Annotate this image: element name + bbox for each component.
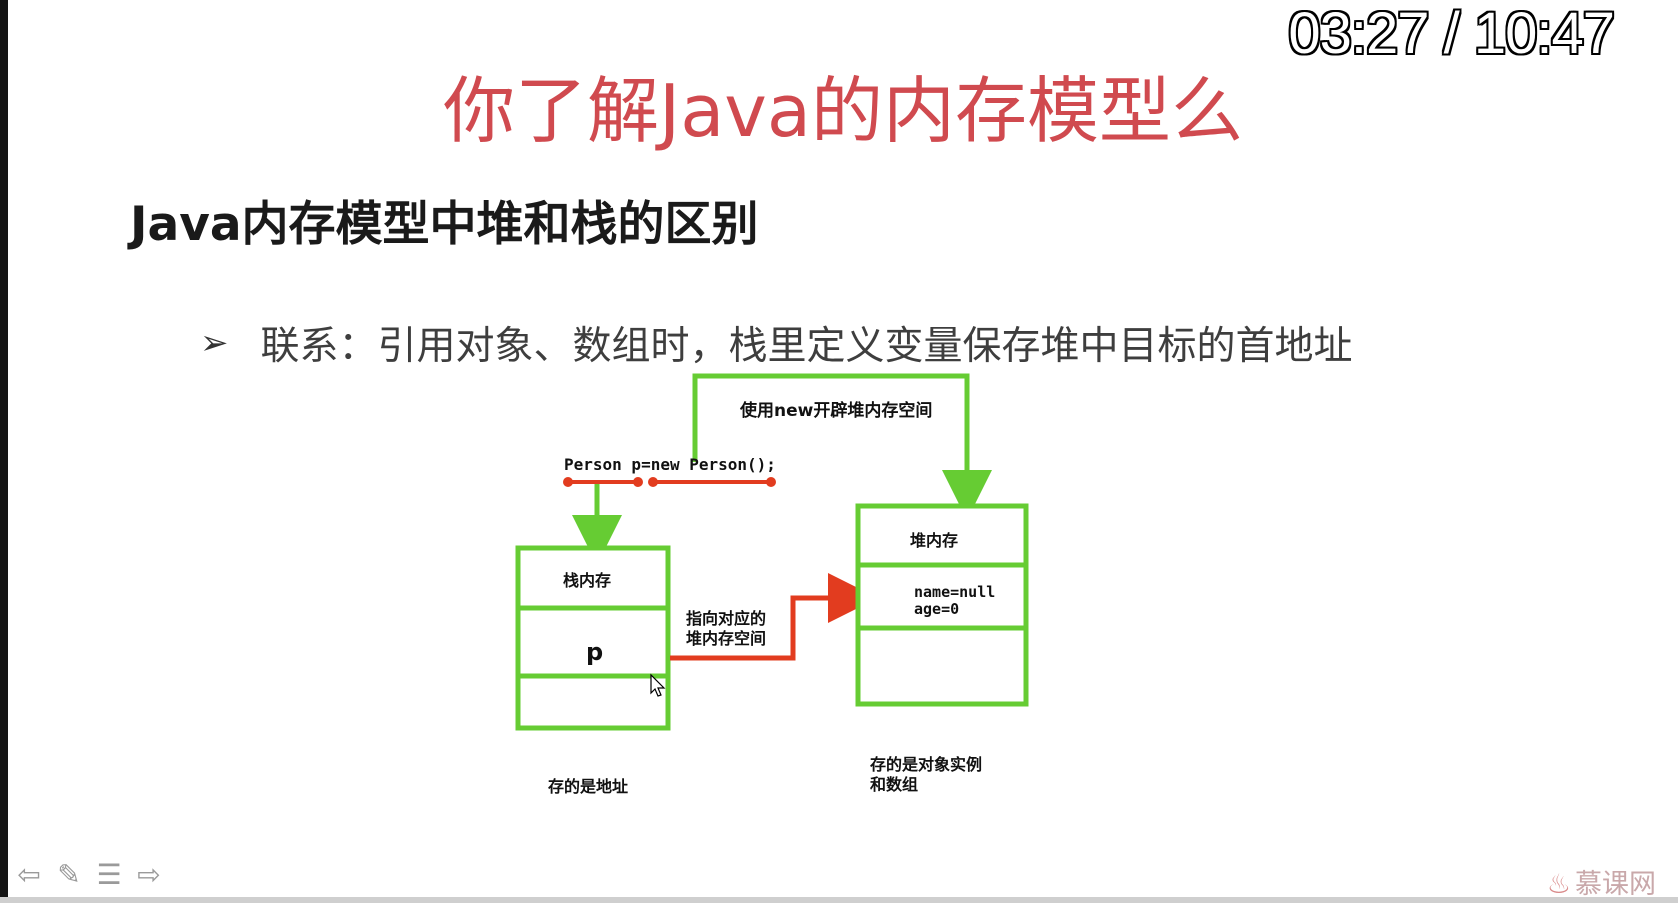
prev-slide-icon[interactable]: ⇦ [17,858,41,891]
heap-box-label: 堆内存 [910,531,958,550]
logo-text: 慕课网 [1575,869,1656,898]
bottom-border [0,897,1678,903]
bullet-arrow-icon: ➢ [200,323,229,363]
next-slide-icon[interactable]: ⇨ [137,858,161,891]
slide-nav: ⇦ ✎ ☰ ⇨ [12,860,166,890]
heap-caption-line2: 和数组 [870,775,918,794]
new-allocation-arrow [692,373,992,520]
mouse-cursor-icon [650,673,666,697]
stack-variable-p: p [586,638,603,666]
menu-icon[interactable]: ☰ [96,858,122,891]
pen-icon[interactable]: ✎ [57,858,81,891]
reference-pointer-arrow [670,573,878,661]
heap-memory-box [855,503,1029,707]
stack-caption: 存的是地址 [548,777,628,796]
stack-box-label: 栈内存 [563,571,611,590]
slide-heading: Java内存模型中堆和栈的区别 [130,197,759,252]
bullet-text: 联系：引用对象、数组时，栈里定义变量保存堆中目标的首地址 [260,324,1353,369]
code-line: Person p=new Person(); [564,455,776,474]
slide-title: 你了解Java的内存模型么 [442,69,1244,153]
pointer-label-line1: 指向对应的 [686,609,766,628]
slide: 03:27 / 10:47 你了解Java的内存模型么 Java内存模型中堆和栈… [8,0,1678,898]
flame-icon: ♨ [1546,869,1571,898]
heap-field-age: age=0 [914,600,959,618]
memory-diagram: 使用new开辟堆内存空间 Person p=new Person(); 栈内存 … [515,373,1029,796]
video-timer: 03:27 / 10:47 [1288,1,1615,66]
imooc-logo: ♨慕课网 [1547,862,1656,898]
heap-field-name: name=null [914,583,995,601]
pointer-label-line2: 堆内存空间 [686,629,766,648]
stack-memory-box [515,545,671,731]
new-allocation-label: 使用new开辟堆内存空间 [739,400,932,421]
heap-caption-line1: 存的是对象实例 [870,755,982,774]
bullet-item: ➢ 联系：引用对象、数组时，栈里定义变量保存堆中目标的首地址 [200,315,1353,371]
